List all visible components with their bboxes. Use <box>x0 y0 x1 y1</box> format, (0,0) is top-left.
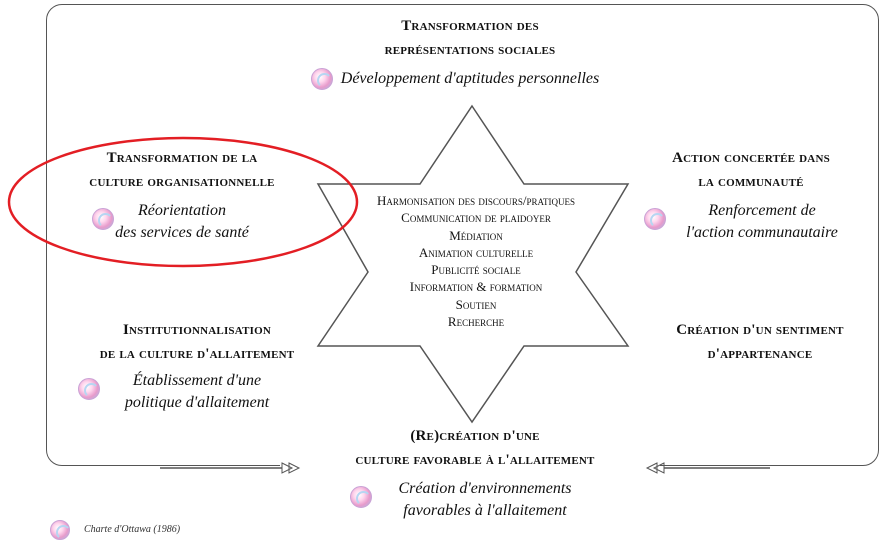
center-item: Harmonisation des discours/pratiques <box>376 193 576 208</box>
ottawa-charter-icon <box>350 486 372 508</box>
arrow-head-left-a <box>281 462 294 474</box>
node-upper-left-title-line1: Transformation de la <box>106 150 258 166</box>
ottawa-charter-icon <box>310 68 333 90</box>
center-item: Communication de plaidoyer <box>401 210 551 226</box>
node-upper-right: Action concertée dans la communauté Renf… <box>618 146 883 244</box>
center-item: Publicité sociale <box>431 262 521 278</box>
node-lower-right-title-line1: Création d'un sentiment <box>676 322 844 338</box>
node-lower-left-action-line1: Établissement d'une <box>132 372 262 389</box>
node-top-title-line1: Transformation des <box>401 18 539 34</box>
center-methods-list: Harmonisation des discours/pratiques Com… <box>340 192 612 330</box>
node-lower-right-title-line2: d'appartenance <box>707 346 813 362</box>
node-upper-right-action-line1: Renforcement de <box>708 202 816 219</box>
node-top-action: Développement d'aptitudes personnelles <box>340 70 600 87</box>
node-bottom-action-line1: Création d'environnements <box>398 480 572 497</box>
center-star <box>316 104 630 424</box>
center-item: Animation culturelle <box>418 244 534 260</box>
node-upper-right-action-line2: l'action communautaire <box>686 224 838 241</box>
node-upper-left-title-line2: culture organisationnelle <box>89 174 275 190</box>
node-bottom-action-line2: favorables à l'allaitement <box>403 502 567 519</box>
ottawa-charter-icon <box>50 520 71 540</box>
arrow-head-right-a <box>652 462 665 474</box>
node-top: Transformation des représentations socia… <box>250 14 690 90</box>
center-item: Recherche <box>447 314 505 330</box>
node-lower-right: Création d'un sentiment d'appartenance <box>630 318 883 366</box>
ottawa-charter-icon <box>78 378 100 400</box>
node-lower-left-action-line2: politique d'allaitement <box>124 394 270 411</box>
center-item: Soutien <box>455 296 497 312</box>
node-upper-right-title-line1: Action concertée dans <box>672 150 830 166</box>
node-upper-left-action-line1: Réorientation <box>138 202 226 219</box>
node-bottom-title-line2: culture favorable à l'allaitement <box>355 452 595 468</box>
arrow-head-right-b <box>645 462 658 474</box>
node-top-title-line2: représentations sociales <box>384 42 556 58</box>
center-item: Médiation <box>449 227 503 243</box>
ottawa-charter-icon <box>92 208 114 230</box>
node-bottom-title-line1: (Re)création d'une <box>410 428 540 444</box>
node-lower-left-title-line2: de la culture d'allaitement <box>99 346 295 362</box>
highlight-ellipse <box>7 136 359 268</box>
center-item: Information & formation <box>409 279 543 295</box>
arrow-head-left-b <box>288 462 301 474</box>
node-bottom: (Re)création d'une culture favorable à l… <box>270 424 680 522</box>
frame-gap <box>280 455 660 475</box>
node-lower-left-title-line1: Institutionnalisation <box>123 322 271 338</box>
ottawa-charter-icon <box>644 208 666 230</box>
node-upper-left-action-line2: des services de santé <box>115 224 249 241</box>
node-upper-right-title-line2: la communauté <box>698 174 804 190</box>
node-upper-left: Transformation de la culture organisatio… <box>52 146 312 244</box>
footer-source-note: Charte d'Ottawa (1986) <box>84 524 181 535</box>
node-lower-left: Institutionnalisation de la culture d'al… <box>52 318 342 414</box>
